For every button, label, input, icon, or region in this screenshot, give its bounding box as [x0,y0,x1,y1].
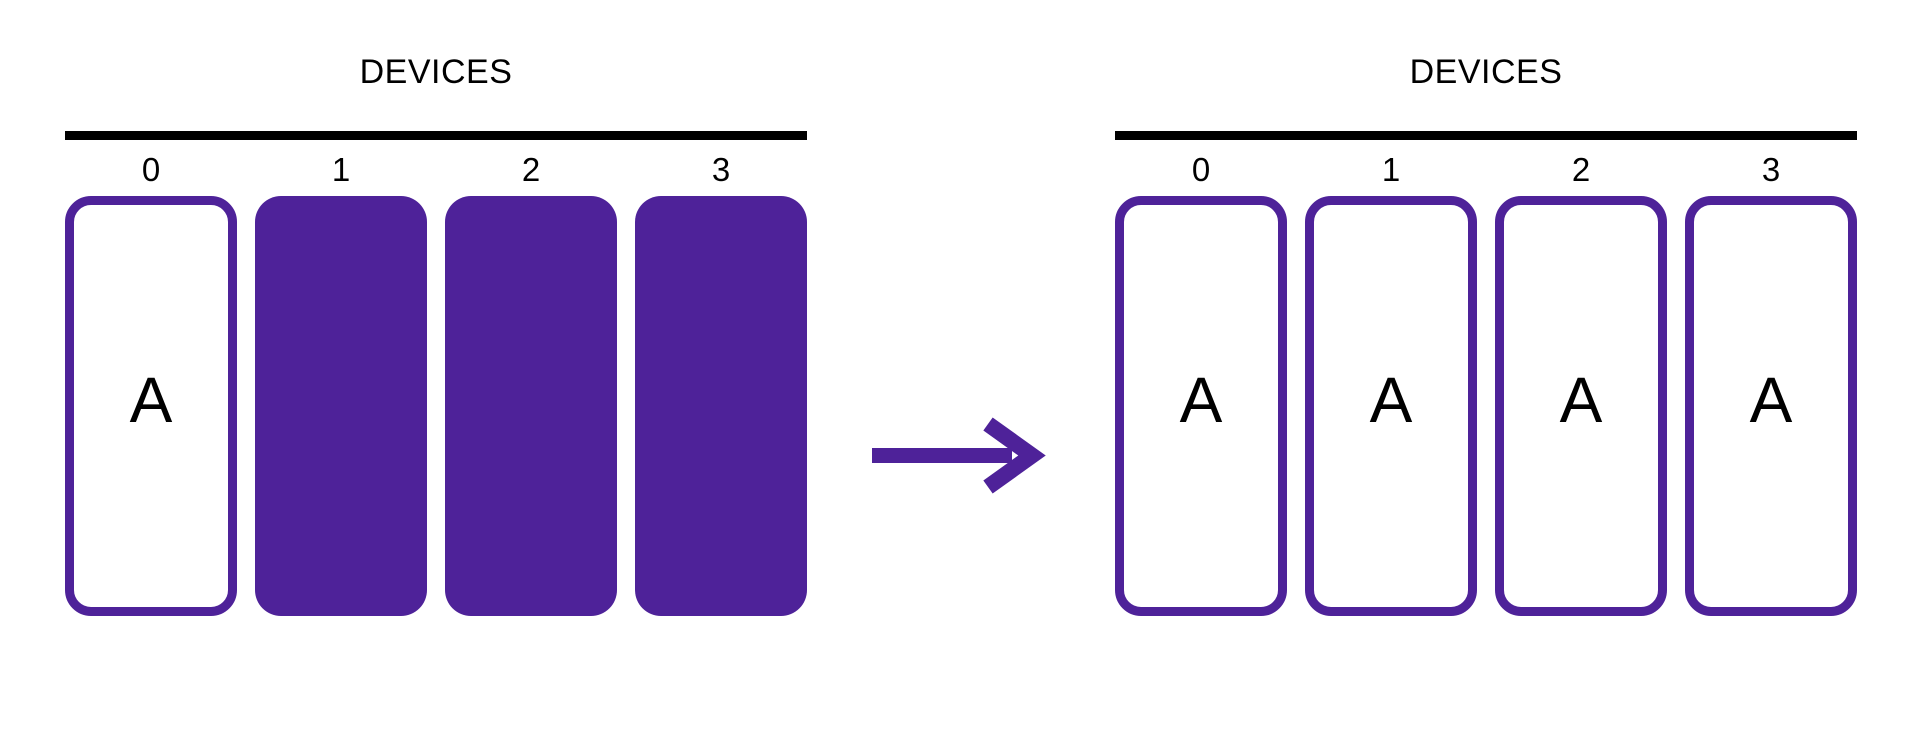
device-box-3-after[interactable]: A [1685,196,1857,616]
panel-before: DEVICES 0 A 1 2 3 [65,0,807,753]
device-index-label: 2 [521,151,541,188]
device-content-label: A [1369,364,1413,436]
device-index-label: 2 [1571,151,1591,188]
device-index-label: 0 [1191,151,1211,188]
device-content-label: A [129,364,173,436]
device-index-label: 3 [1761,151,1781,188]
panel-after: DEVICES 0 A 1 A 2 A [1115,0,1857,753]
device-column-2-before: 2 [445,147,617,616]
device-box-3-before[interactable] [635,196,807,616]
device-box-2-after[interactable]: A [1495,196,1667,616]
device-columns-after: 0 A 1 A 2 A 3 A [1115,147,1857,616]
device-columns-before: 0 A 1 2 3 [65,147,807,616]
device-column-1-after: 1 A [1305,147,1477,616]
panel-rule-before [65,131,807,140]
device-box-2-before[interactable] [445,196,617,616]
device-column-0-after: 0 A [1115,147,1287,616]
device-column-3-before: 3 [635,147,807,616]
device-column-2-after: 2 A [1495,147,1667,616]
device-index-label: 1 [1381,151,1401,188]
device-index-label: 1 [331,151,351,188]
device-box-1-after[interactable]: A [1305,196,1477,616]
device-column-0-before: 0 A [65,147,237,616]
panel-title-after: DEVICES [1409,53,1563,91]
right-arrow-icon [872,412,1056,500]
device-content-label: A [1749,364,1793,436]
device-content-label: A [1559,364,1603,436]
device-column-1-before: 1 [255,147,427,616]
device-index-label: 0 [141,151,161,188]
device-index-label: 3 [711,151,731,188]
device-box-0-before[interactable]: A [65,196,237,616]
device-box-1-before[interactable] [255,196,427,616]
device-content-label: A [1179,364,1223,436]
device-box-0-after[interactable]: A [1115,196,1287,616]
panel-rule-after [1115,131,1857,140]
panel-title-before: DEVICES [359,53,513,91]
device-column-3-after: 3 A [1685,147,1857,616]
